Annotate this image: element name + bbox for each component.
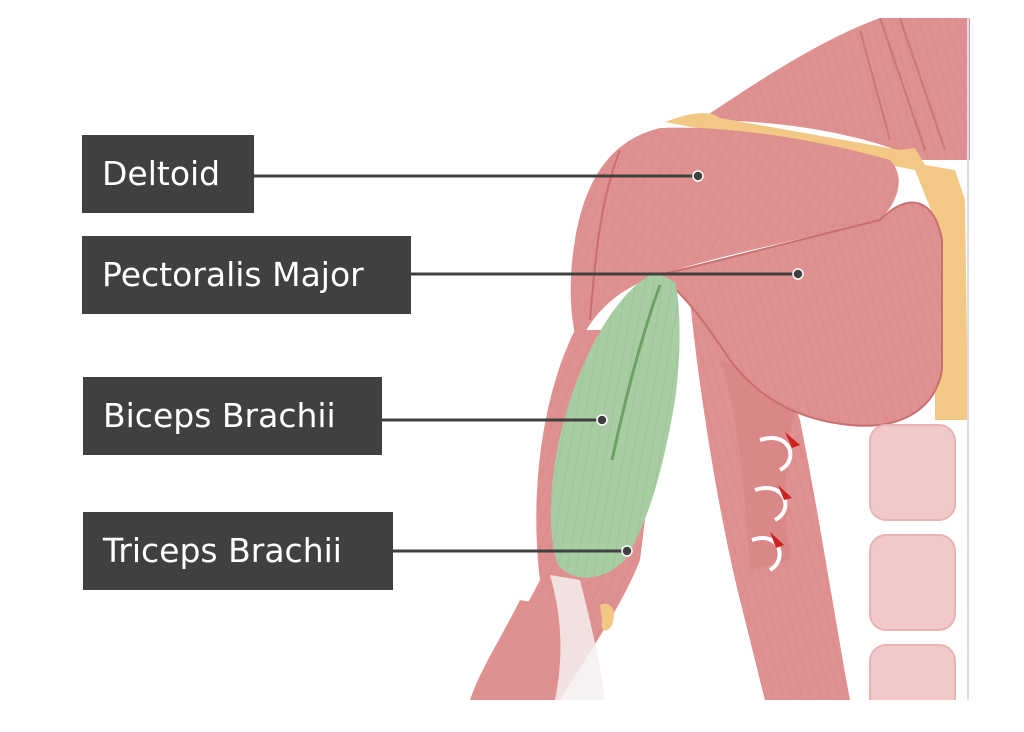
leader-lines (254, 170, 804, 557)
biceps-brachii-pointer-dot (596, 414, 608, 426)
trapezius-muscle (700, 18, 970, 160)
pectoralis-major-muscle (657, 201, 943, 427)
label-triceps-brachii: Triceps Brachii (83, 512, 393, 590)
forearm-muscle (470, 600, 575, 700)
biceps-brachii-muscle (550, 272, 680, 578)
elbow-tendon (550, 575, 605, 700)
rectus-abdominis (869, 424, 956, 700)
label-biceps-brachii: Biceps Brachii (83, 377, 382, 455)
triceps-brachii-pointer-dot (621, 545, 633, 557)
label-deltoid: Deltoid (82, 135, 254, 213)
elbow-bone (600, 603, 615, 631)
label-pectoralis-major: Pectoralis Major (82, 236, 411, 314)
deltoid-muscle (570, 127, 899, 345)
deltoid-pointer-dot (692, 170, 704, 182)
clavicle-bone (665, 113, 968, 420)
pectoralis-major-pointer-dot (792, 268, 804, 280)
serratus-anterior-muscle (720, 360, 800, 572)
